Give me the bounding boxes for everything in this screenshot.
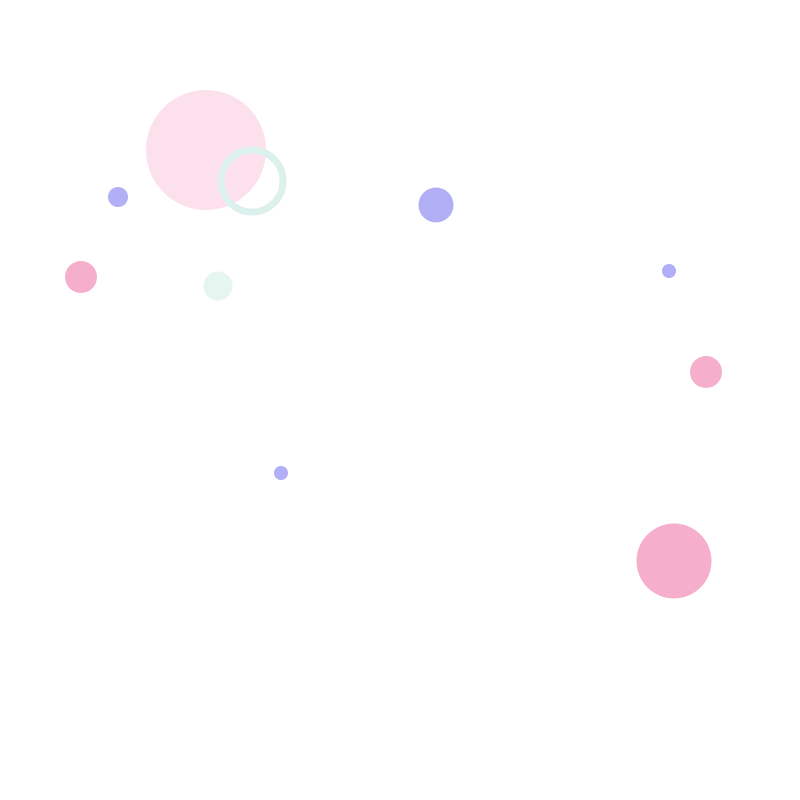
lavender-circle <box>418 187 454 223</box>
mint-ring <box>217 146 287 216</box>
lavender-dot <box>662 264 676 278</box>
large-pink-circle <box>146 90 266 210</box>
lavender-dot <box>274 466 288 480</box>
pink-circle <box>690 356 722 388</box>
lavender-dot <box>108 187 128 207</box>
mint-circle <box>203 271 233 301</box>
pink-circle <box>65 261 97 293</box>
large-pink-circle <box>636 523 712 599</box>
